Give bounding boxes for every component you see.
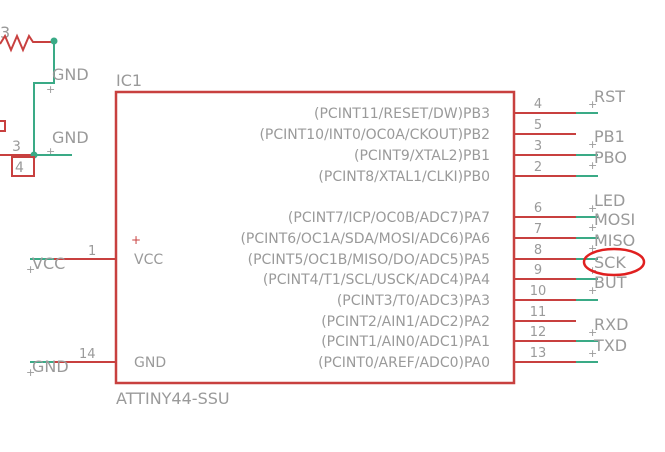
right-pin-but: (PCINT3/T0/ADC3)PA3 10 BUT+ bbox=[337, 273, 627, 309]
pin-number: 14 bbox=[79, 347, 96, 362]
resistor-number-label: 3 bbox=[0, 23, 10, 42]
pin-function-label: (PCINT9/XTAL2)PB1 bbox=[354, 148, 490, 164]
net-origin-cross: + bbox=[588, 326, 597, 339]
pin-name: GND bbox=[134, 355, 166, 371]
right-pin-miso: (PCINT5/OC1B/MISO/DO/ADC5)PA5 8 MISO+ bbox=[248, 231, 636, 268]
pin-number: 1 bbox=[88, 244, 96, 259]
right-pin-led: (PCINT7/ICP/OC0B/ADC7)PA7 6 LED+ bbox=[288, 191, 625, 226]
net-label: MISO bbox=[594, 231, 635, 250]
net-origin-cross: + bbox=[588, 138, 597, 151]
ic-value-label: ATTINY44-SSU bbox=[116, 389, 230, 408]
net-label: VCC bbox=[32, 254, 65, 273]
pin-function-label: (PCINT2/AIN1/ADC2)PA2 bbox=[321, 314, 490, 330]
right-pin-pb1: (PCINT9/XTAL2)PB1 3 PB1+ bbox=[354, 127, 625, 164]
pin-number: 10 bbox=[530, 284, 547, 299]
pin-function-label: (PCINT0/AREF/ADC0)PA0 bbox=[318, 355, 490, 371]
net-origin-cross: + bbox=[588, 98, 597, 111]
gnd-net-wire bbox=[33, 41, 55, 155]
connector-pin-4-label: 4 bbox=[15, 160, 24, 176]
left-pin-gnd: 14 GND GND + bbox=[26, 347, 166, 379]
connector-pin-3-label: 3 bbox=[12, 139, 21, 155]
net-label: SCK bbox=[594, 253, 626, 272]
connector-fragment bbox=[0, 120, 6, 132]
highlight-ellipse bbox=[582, 247, 646, 277]
net-label: MOSI bbox=[594, 210, 635, 229]
pin-number: 13 bbox=[530, 346, 547, 361]
pin-function-label: (PCINT3/T0/ADC3)PA3 bbox=[337, 293, 490, 309]
pin-number: 2 bbox=[534, 160, 542, 175]
pin-function-label: (PCINT7/ICP/OC0B/ADC7)PA7 bbox=[288, 210, 490, 226]
right-pin-mosi: (PCINT6/OC1A/SDA/MOSI/ADC6)PA6 7 MOSI+ bbox=[240, 210, 635, 247]
net-origin-cross: + bbox=[26, 263, 35, 276]
net-label: PB1 bbox=[594, 127, 625, 146]
pin-number: 6 bbox=[534, 201, 542, 216]
net-label: TXD bbox=[593, 336, 627, 355]
net-label: GND bbox=[32, 357, 69, 376]
pin-function-label: (PCINT6/OC1A/SDA/MOSI/ADC6)PA6 bbox=[240, 231, 490, 247]
right-pin-nc-11: (PCINT2/AIN1/ADC2)PA2 11 bbox=[321, 305, 576, 330]
net-origin-cross: + bbox=[588, 347, 597, 360]
top-left-fragment: 3 GND GND + + 3 4 bbox=[0, 23, 89, 177]
net-origin-cross: + bbox=[588, 242, 597, 255]
pin-function-label: (PCINT5/OC1B/MISO/DO/ADC5)PA5 bbox=[248, 252, 490, 268]
pin-number: 3 bbox=[534, 139, 542, 154]
pin-number: 12 bbox=[530, 325, 547, 340]
right-pin-txd: (PCINT0/AREF/ADC0)PA0 13 TXD+ bbox=[318, 336, 627, 371]
pin-function-label: (PCINT11/RESET/DW)PB3 bbox=[314, 106, 490, 122]
net-origin-cross: + bbox=[588, 159, 597, 172]
pin-function-label: (PCINT10/INT0/OC0A/CKOUT)PB2 bbox=[259, 127, 490, 143]
left-pin-vcc: 1 VCC VCC + bbox=[26, 244, 163, 276]
right-pin-rxd: (PCINT1/AIN0/ADC1)PA1 12 RXD+ bbox=[321, 315, 628, 350]
ic-ref-label: IC1 bbox=[116, 71, 142, 90]
pin-number: 7 bbox=[534, 222, 542, 237]
connector-pin-4-box bbox=[11, 156, 35, 177]
net-origin-cross: + bbox=[588, 202, 597, 215]
pin-number: 11 bbox=[530, 305, 547, 320]
net-label: PBO bbox=[594, 148, 627, 167]
right-pin-pbo: (PCINT8/XTAL1/CLKI)PB0 2 PBO+ bbox=[318, 148, 627, 185]
resistor-symbol bbox=[0, 33, 54, 53]
net-label: RXD bbox=[594, 315, 628, 334]
pin-function-label: (PCINT8/XTAL1/CLKI)PB0 bbox=[318, 169, 490, 185]
pin-number: 8 bbox=[534, 243, 542, 258]
net-origin-cross: + bbox=[26, 366, 35, 379]
net-origin-cross: + bbox=[46, 145, 55, 158]
net-origin-cross: + bbox=[588, 284, 597, 297]
net-origin-cross: + bbox=[46, 83, 55, 96]
net-label: BUT bbox=[594, 273, 627, 292]
pin-number: 9 bbox=[534, 263, 542, 278]
net-label: LED bbox=[594, 191, 625, 210]
gnd-net-label-2: GND bbox=[52, 128, 89, 147]
pin-number: 4 bbox=[534, 97, 542, 112]
net-origin-cross: + bbox=[588, 221, 597, 234]
pin-number: 5 bbox=[534, 118, 542, 133]
right-pin-rst: (PCINT11/RESET/DW)PB3 4 RST+ bbox=[314, 87, 625, 122]
pin-function-label: (PCINT1/AIN0/ADC1)PA1 bbox=[321, 334, 490, 350]
gnd-net-label-1: GND bbox=[52, 65, 89, 84]
pin-function-label: (PCINT4/T1/SCL/USCK/ADC4)PA4 bbox=[263, 272, 490, 288]
ic-origin-cross: + bbox=[131, 233, 141, 247]
right-pin-nc-5: (PCINT10/INT0/OC0A/CKOUT)PB2 5 bbox=[259, 118, 576, 143]
net-label: RST bbox=[594, 87, 625, 106]
pin-name: VCC bbox=[134, 252, 163, 268]
